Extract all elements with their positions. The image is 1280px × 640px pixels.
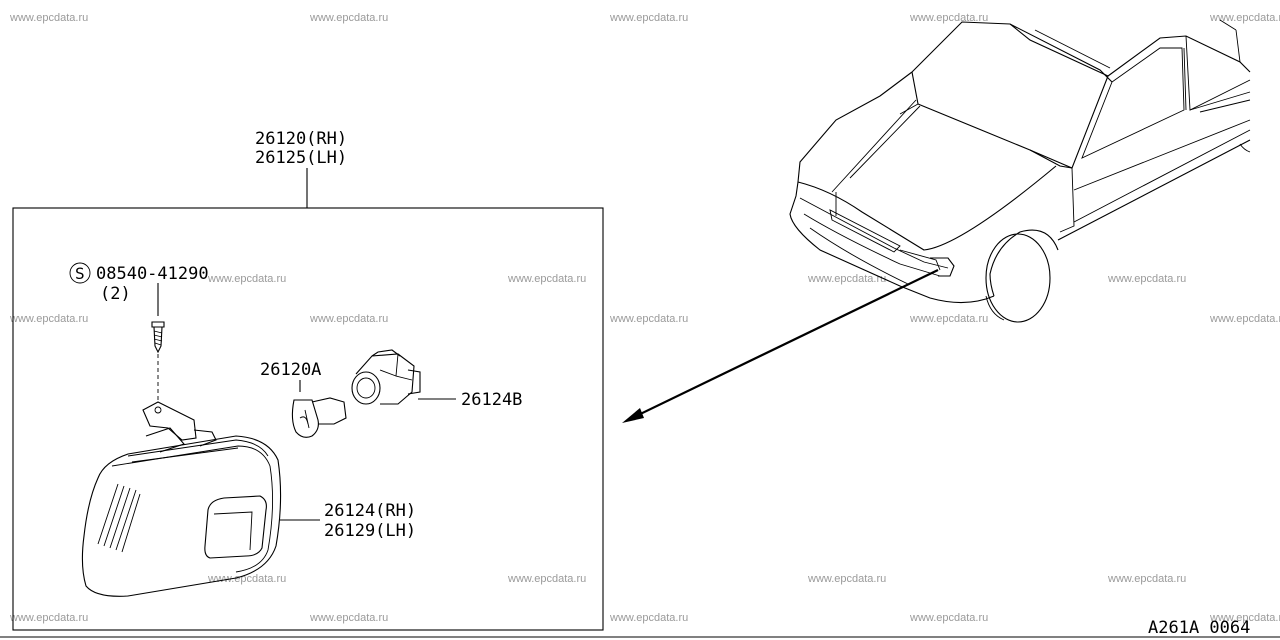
watermarks: www.epcdata.ru www.epcdata.ru www.epcdat…: [9, 12, 1280, 624]
bulb-icon: [291, 397, 347, 438]
socket-icon: [351, 349, 421, 405]
watermark: www.epcdata.ru: [309, 313, 388, 325]
watermark: www.epcdata.ru: [1107, 273, 1186, 285]
watermark: www.epcdata.ru: [507, 573, 586, 585]
vehicle-outline-icon: [789, 19, 1251, 323]
screw-symbol: S: [75, 264, 85, 283]
watermark: www.epcdata.ru: [1209, 12, 1280, 24]
lamp-lens-icon: [81, 401, 282, 597]
assembly-lh-label[interactable]: 26125(LH): [255, 148, 347, 168]
watermark: www.epcdata.ru: [609, 313, 688, 325]
watermark: www.epcdata.ru: [807, 573, 886, 585]
screw-callout[interactable]: S 08540-41290 (2): [69, 262, 209, 304]
watermark: www.epcdata.ru: [207, 573, 286, 585]
location-arrow: [631, 269, 939, 419]
bulb-part-label[interactable]: 26120A: [260, 360, 321, 380]
watermark: www.epcdata.ru: [909, 313, 988, 325]
watermark: www.epcdata.ru: [1209, 612, 1280, 624]
arrowhead-icon: [622, 408, 644, 423]
watermark: www.epcdata.ru: [909, 12, 988, 24]
lens-lh-label[interactable]: 26129(LH): [324, 521, 416, 541]
watermark: www.epcdata.ru: [1209, 313, 1280, 325]
screw-part-label: 08540-41290: [96, 264, 209, 284]
assembly-frame: [12, 207, 604, 631]
assembly-rh-label[interactable]: 26120(RH): [255, 129, 347, 149]
watermark: www.epcdata.ru: [309, 12, 388, 24]
figure-code: A261A 0064: [1148, 618, 1250, 638]
socket-part-label[interactable]: 26124B: [461, 390, 522, 410]
screw-qty-label: (2): [100, 284, 131, 304]
special-part-symbol-icon: [69, 262, 91, 284]
watermark: www.epcdata.ru: [9, 12, 88, 24]
screw-icon: [151, 321, 165, 354]
watermark: www.epcdata.ru: [609, 612, 688, 624]
lens-rh-label[interactable]: 26124(RH): [324, 501, 416, 521]
watermark: www.epcdata.ru: [507, 273, 586, 285]
watermark: www.epcdata.ru: [807, 273, 886, 285]
watermark: www.epcdata.ru: [909, 612, 988, 624]
watermark: www.epcdata.ru: [309, 612, 388, 624]
watermark: www.epcdata.ru: [9, 313, 88, 325]
watermark: www.epcdata.ru: [207, 273, 286, 285]
watermark: www.epcdata.ru: [9, 612, 88, 624]
watermark: www.epcdata.ru: [609, 12, 688, 24]
watermark: www.epcdata.ru: [1107, 573, 1186, 585]
